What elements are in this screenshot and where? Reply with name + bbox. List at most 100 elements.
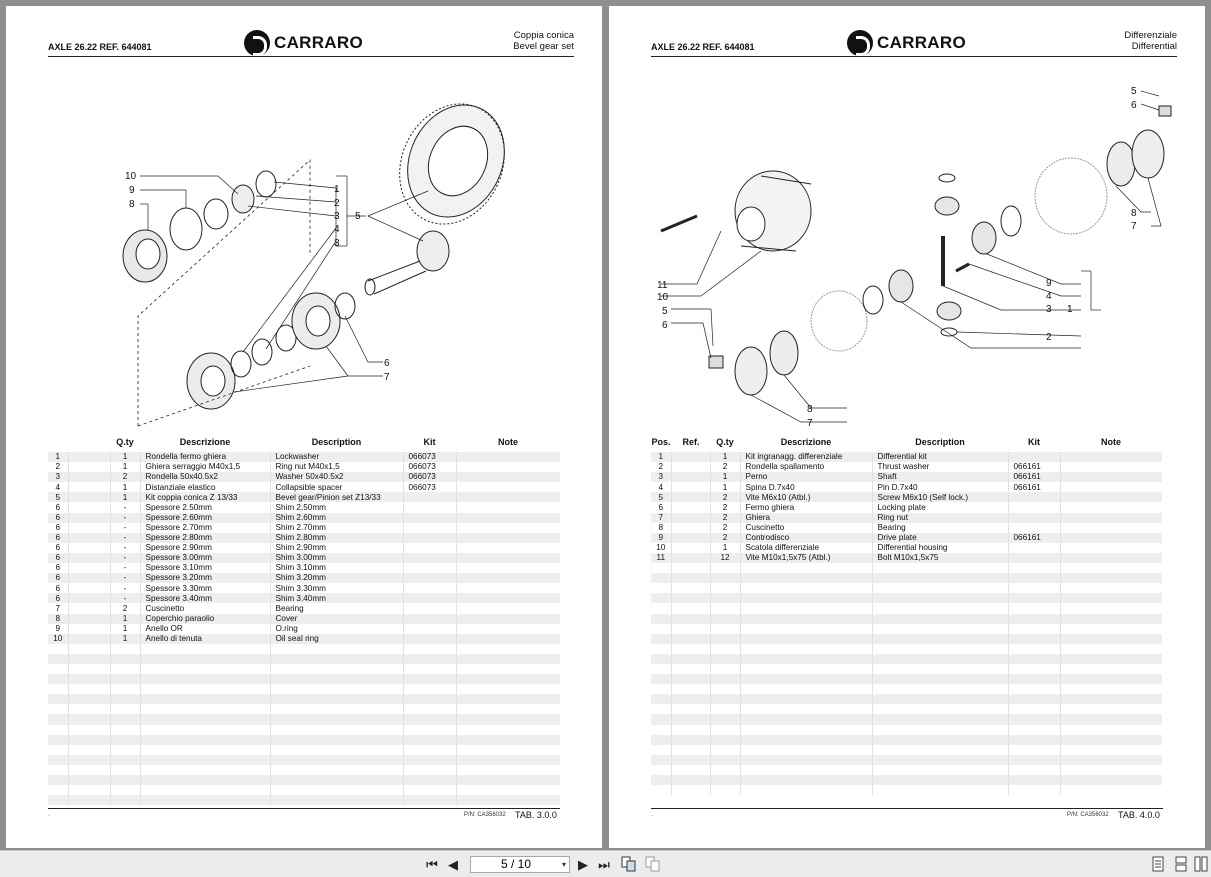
table-cell: [456, 563, 560, 573]
single-page-view-icon[interactable]: [644, 856, 662, 873]
table-cell-empty: [651, 643, 672, 654]
table-cell-empty: [710, 694, 741, 705]
table-row-empty: [651, 563, 1162, 574]
callout-1: 1: [1067, 304, 1073, 315]
table-cell-empty: [710, 754, 741, 765]
table-cell: 2: [710, 522, 741, 533]
prev-page-icon[interactable]: ◀: [448, 857, 458, 872]
table-cell-empty: [872, 623, 1009, 634]
table-cell: [671, 542, 711, 553]
table-cell: 5: [48, 492, 69, 503]
table-cell: 6: [48, 583, 69, 594]
table-cell: Cuscinetto: [140, 603, 271, 614]
single-page-layout-icon[interactable]: [1150, 856, 1166, 873]
table-cell-empty: [1008, 603, 1061, 614]
table-cell-empty: [48, 674, 69, 685]
ring-nut-left-drawing: [734, 346, 768, 396]
table-cell-empty: [456, 765, 560, 775]
title-italian: Coppia conica: [513, 30, 574, 41]
table-cell-empty: [651, 663, 672, 675]
table-cell: [68, 613, 111, 624]
table-cell: 1: [110, 492, 141, 503]
table-cell-empty: [872, 684, 1009, 695]
table-cell-empty: [48, 785, 69, 796]
first-page-icon[interactable]: ⏮: [426, 857, 438, 872]
table-cell-empty: [140, 724, 271, 735]
facing-layout-icon[interactable]: [1193, 856, 1209, 873]
table-cell: [68, 472, 111, 483]
table-cell-empty: [403, 795, 457, 806]
table-cell-empty: [671, 754, 711, 765]
footer-mark: .: [48, 811, 50, 818]
table-cell-empty: [710, 583, 741, 594]
table-cell-empty: [140, 785, 271, 796]
table-cell-empty: [110, 795, 141, 806]
callout-3: 3: [1046, 304, 1052, 315]
table-row-empty: [651, 583, 1162, 594]
table-cell-empty: [1060, 734, 1162, 745]
table-cell: -: [110, 502, 141, 513]
table-cell: [68, 492, 111, 503]
callout-8-bottom: 8: [807, 404, 813, 415]
table-cell: [68, 603, 111, 614]
table-row-empty: [48, 694, 560, 705]
table-cell-empty: [48, 694, 69, 705]
carraro-logo-mark-icon: [244, 30, 270, 56]
two-page-view-icon[interactable]: [620, 856, 638, 873]
carraro-logo: CARRARO: [244, 30, 363, 56]
last-page-icon[interactable]: ⏭: [598, 857, 610, 872]
table-cell: Perno: [740, 472, 873, 483]
table-cell: [671, 532, 711, 543]
table-cell: [403, 573, 457, 584]
table-cell-empty: [110, 663, 141, 675]
table-cell: [456, 472, 560, 483]
table-cell-empty: [1060, 754, 1162, 765]
col-header-qty: Q.ty: [116, 437, 134, 447]
continuous-layout-icon[interactable]: [1173, 856, 1189, 873]
table-cell-empty: [48, 724, 69, 735]
table-cell-empty: [140, 775, 271, 786]
table-cell: 1: [110, 462, 141, 473]
callout-7: 7: [384, 372, 390, 383]
bearing-right-drawing: [1106, 141, 1136, 187]
table-cell-empty: [110, 704, 141, 715]
table-cell: 2: [710, 492, 741, 503]
table-cell: Oil seal ring: [270, 633, 404, 644]
next-page-icon[interactable]: ▶: [578, 857, 588, 872]
table-cell: [1008, 522, 1061, 533]
table-cell: [403, 623, 457, 634]
ring-nut-drawing: [231, 184, 255, 214]
table-cell: [68, 633, 111, 644]
carraro-logo: CARRARO: [847, 30, 966, 56]
table-cell-empty: [710, 653, 741, 664]
page-number-select[interactable]: 5 / 10 ▾: [470, 856, 570, 873]
table-cell-empty: [671, 744, 711, 755]
table-cell-empty: [1008, 633, 1061, 644]
table-cell-empty: [671, 653, 711, 664]
table-cell: 6: [48, 542, 69, 553]
table-cell-empty: [110, 734, 141, 745]
table-cell: Spessore 3.20mm: [140, 573, 271, 584]
table-row-empty: [48, 663, 560, 675]
table-cell-empty: [403, 775, 457, 786]
footer-mark: .: [651, 811, 653, 818]
table-cell-empty: [270, 643, 404, 654]
table-cell-empty: [48, 704, 69, 715]
callout-10: 10: [657, 292, 669, 303]
page-indicator: 5 / 10: [500, 857, 532, 871]
title-italian: Differenziale: [1124, 30, 1177, 41]
table-cell-empty: [710, 573, 741, 584]
table-cell: -: [110, 542, 141, 553]
table-cell: [671, 452, 711, 463]
table-cell: 8: [651, 522, 672, 533]
table-row-empty: [48, 724, 560, 735]
table-cell-empty: [48, 754, 69, 765]
table-cell-empty: [456, 725, 560, 735]
table-cell: [671, 462, 711, 473]
table-cell-empty: [740, 663, 873, 675]
table-cell: Differential housing: [872, 542, 1009, 553]
